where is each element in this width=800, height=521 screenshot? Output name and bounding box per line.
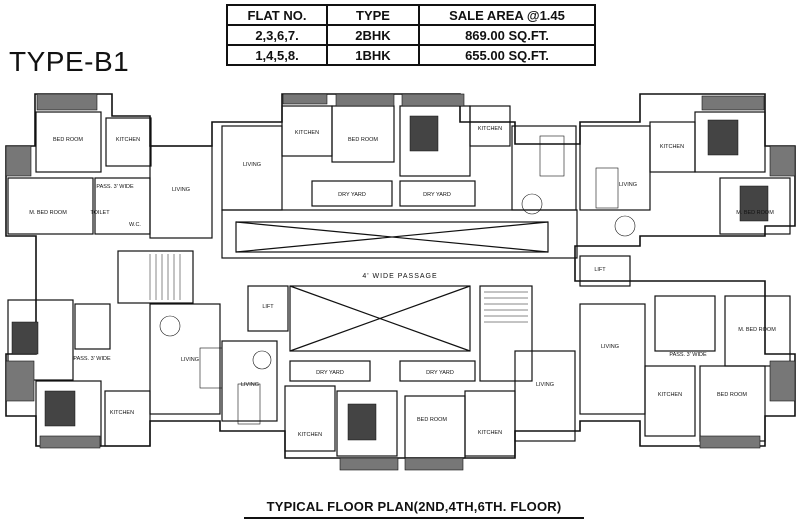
room-label: BED ROOM [717, 392, 747, 398]
room-label: TOILET [90, 210, 110, 216]
room-label: KITCHEN [298, 432, 322, 438]
sale-area-table: FLAT NO. TYPE SALE AREA @1.45 2,3,6,7. 2… [226, 4, 596, 66]
room-label: LIFT [594, 267, 606, 273]
room-label: LIVING [172, 187, 190, 193]
room-label: KITCHEN [658, 392, 682, 398]
cell-flat-no: 1,4,5,8. [226, 44, 328, 66]
room-label: KITCHEN [660, 144, 684, 150]
floor-plan-caption: TYPICAL FLOOR PLAN(2ND,4TH,6TH. FLOOR) [244, 497, 584, 519]
room-label: M. BED ROOM [736, 210, 774, 216]
room-label: BED ROOM [348, 137, 378, 143]
room-label: KITCHEN [110, 410, 134, 416]
room-label: LIVING [243, 162, 261, 168]
room-label: PASS. 3' WIDE [96, 184, 134, 190]
header-flat-no: FLAT NO. [226, 4, 328, 26]
room-label: LIVING [536, 382, 554, 388]
room-label: KITCHEN [478, 430, 502, 436]
room-label: KITCHEN [478, 126, 502, 132]
cell-type: 2BHK [326, 24, 420, 46]
room-label: DRY YARD [316, 370, 344, 376]
header-type: TYPE [326, 4, 420, 26]
plan-type-heading: TYPE-B1 [9, 46, 130, 77]
room-label: BED ROOM [53, 137, 83, 143]
room-label: LIVING [601, 344, 619, 350]
table-header-row: FLAT NO. TYPE SALE AREA @1.45 [226, 4, 596, 26]
room-label: LIFT [262, 304, 274, 310]
room-label: LIVING [619, 182, 637, 188]
room-label: M. BED ROOM [29, 210, 67, 216]
room-label: KITCHEN [295, 130, 319, 136]
cell-flat-no: 2,3,6,7. [226, 24, 328, 46]
room-label: DRY YARD [423, 192, 451, 198]
room-label: PASS. 3' WIDE [73, 356, 111, 362]
header-sale-area: SALE AREA @1.45 [418, 4, 596, 26]
passage-label: 4' WIDE PASSAGE [362, 273, 437, 280]
room-label: DRY YARD [426, 370, 454, 376]
room-label: M. BED ROOM [738, 327, 776, 333]
table-row: 2,3,6,7. 2BHK 869.00 SQ.FT. [226, 24, 596, 46]
table-row: 1,4,5,8. 1BHK 655.00 SQ.FT. [226, 44, 596, 66]
cell-type: 1BHK [326, 44, 420, 66]
floor-plan-drawing: 4' WIDE PASSAGE BED ROOM KITCHEN M. BED … [5, 93, 796, 471]
room-label: DRY YARD [338, 192, 366, 198]
room-label: PASS. 3' WIDE [669, 352, 707, 358]
room-label: W.C. [129, 222, 141, 228]
room-label: KITCHEN [116, 137, 140, 143]
room-label: LIVING [241, 382, 259, 388]
cell-sale-area: 655.00 SQ.FT. [418, 44, 596, 66]
cell-sale-area: 869.00 SQ.FT. [418, 24, 596, 46]
room-label: BED ROOM [417, 417, 447, 423]
room-label: LIVING [181, 357, 199, 363]
